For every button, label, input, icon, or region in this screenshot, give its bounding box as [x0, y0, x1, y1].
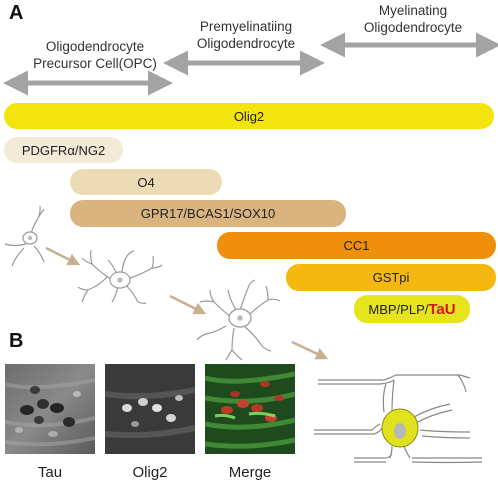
marker-bar-pdgfra-ng2: PDGFRα/NG2	[4, 137, 123, 163]
myelinating-cell-icon	[314, 374, 483, 464]
caption-olig2: Olig2	[132, 464, 168, 481]
marker-label-tau: TaU	[428, 300, 456, 318]
marker-label-cc1: CC1	[343, 238, 370, 253]
stage-myelinating-label: Myelinating Oligodendrocyte	[338, 2, 488, 36]
mature-branching-cell-icon	[196, 279, 281, 361]
marker-bar-o4: O4	[70, 169, 222, 195]
marker-label-mbp-plp: MBP/PLP/	[368, 301, 429, 317]
micrograph-tau	[5, 364, 95, 454]
marker-bar-cc1: CC1	[217, 232, 496, 259]
stage-opc-line1: Oligodendrocyte	[45, 39, 145, 54]
progression-arrow-1	[45, 246, 81, 266]
marker-bar-olig2: Olig2	[4, 103, 494, 129]
caption-tau: Tau	[37, 464, 63, 481]
progression-arrow-2	[169, 294, 207, 315]
marker-bar-mbp-plp-tau: MBP/PLP/TaU	[354, 295, 470, 323]
stage-myelinating-line2: Oligodendrocyte	[363, 20, 463, 35]
panel-b-label: B	[9, 330, 24, 352]
panel-a-label: A	[9, 2, 24, 24]
marker-label-gpr17: GPR17/BCAS1/SOX10	[140, 206, 276, 221]
marker-label-gstpi: GSTpi	[372, 270, 410, 285]
stage-opc-line2: Precursor Cell(OPC)	[33, 56, 157, 71]
marker-bar-gstpi: GSTpi	[286, 264, 496, 291]
marker-label-olig2: Olig2	[233, 108, 265, 124]
stage-opc-label: Oligodendrocyte Precursor Cell(OPC)	[20, 38, 170, 72]
premyelinating-cell-icon	[77, 249, 163, 304]
micrograph-olig2	[105, 364, 195, 454]
marker-bar-gpr17: GPR17/BCAS1/SOX10	[70, 200, 346, 227]
marker-label-o4: O4	[137, 174, 155, 190]
stage-myelinating-line1: Myelinating	[378, 3, 448, 18]
micrograph-merge	[205, 364, 295, 454]
opc-cell-icon	[4, 205, 45, 267]
stage-premyelinating-line1: Premyelinatiing	[199, 19, 293, 34]
progression-arrow-3	[291, 340, 329, 360]
stage-premyelinating-line2: Oligodendrocyte	[196, 36, 296, 51]
marker-label-pdgfra-ng2: PDGFRα/NG2	[21, 142, 106, 158]
caption-merge: Merge	[228, 464, 272, 481]
stage-premyelinating-label: Premyelinatiing Oligodendrocyte	[176, 18, 316, 52]
